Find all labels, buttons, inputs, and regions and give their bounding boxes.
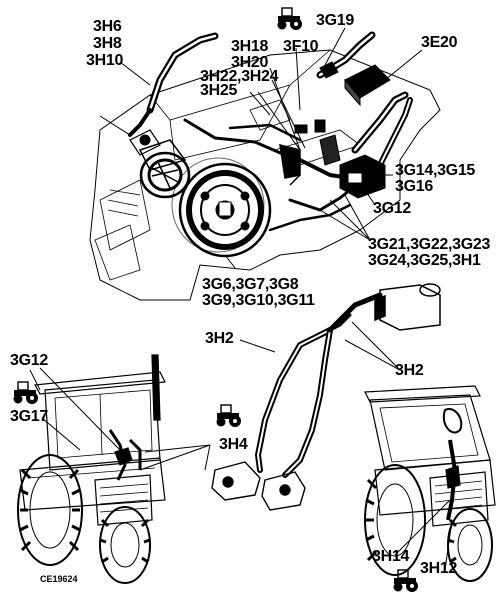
label-3g12-engine: 3G12: [373, 200, 411, 217]
lower-connectors: [211, 461, 306, 511]
label-3h22-3h24: 3H22,3H24: [200, 68, 279, 85]
label-3e20: 3E20: [421, 34, 458, 51]
label-3f10: 3F10: [283, 38, 319, 55]
module-3e20: [344, 64, 391, 107]
label-3g19: 3G19: [316, 12, 354, 29]
label-3h4: 3H4: [219, 436, 248, 453]
label-3h2-right: 3H2: [395, 362, 424, 379]
label-3h20: 3H20: [231, 54, 269, 71]
bracket-3g12: [279, 143, 301, 186]
label-3g14-3g15: 3G14,3G15: [395, 162, 476, 179]
leader-lines-engine: [99, 27, 423, 269]
harness-3h2: [255, 292, 383, 478]
label-3h10: 3H10: [86, 52, 124, 69]
tractor-icon: [12, 381, 39, 405]
label-3g24-row: 3G24,3G25,3H1: [368, 252, 481, 269]
label-3g12-left: 3G12: [10, 352, 48, 369]
label-3h2-left: 3H2: [205, 330, 234, 347]
label-3g9-row: 3G9,3G10,3G11: [202, 292, 315, 309]
label-3h25: 3H25: [200, 82, 238, 99]
label-3h18: 3H18: [231, 38, 269, 55]
figure-code: CE19624: [40, 574, 78, 584]
label-3h6: 3H6: [93, 18, 122, 35]
alternator: [129, 129, 191, 199]
connector-3f10: [294, 61, 339, 134]
battery-unit: [374, 283, 441, 331]
tractor-icon: [215, 404, 242, 428]
label-3g6-row: 3G6,3G7,3G8: [202, 276, 299, 293]
tractor-icon: [276, 7, 303, 31]
relay-cluster: [319, 134, 386, 199]
label-3h8: 3H8: [93, 35, 122, 52]
label-3g21-row: 3G21,3G22,3G23: [368, 236, 491, 253]
label-3h12: 3H12: [420, 560, 458, 577]
label-3g17: 3G17: [10, 408, 48, 425]
tractor-left: [17, 354, 211, 584]
tractor-right: [364, 385, 496, 582]
leader-lines-3h2: [239, 321, 401, 371]
label-3h14: 3H14: [372, 548, 410, 565]
crank-pulley: [171, 157, 272, 258]
label-3g16: 3G16: [395, 178, 433, 195]
tractor-icon: [392, 569, 419, 593]
